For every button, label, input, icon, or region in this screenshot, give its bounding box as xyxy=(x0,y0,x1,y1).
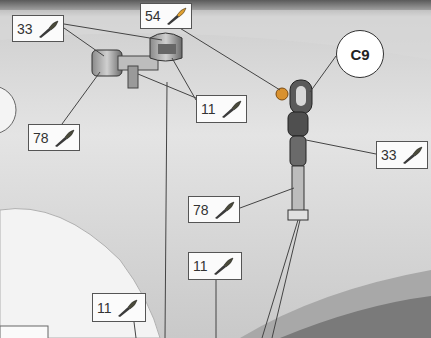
paint-callout-box: 33 xyxy=(376,141,428,169)
paint-callout-box: 11 xyxy=(196,95,247,123)
paint-callout-box: 78 xyxy=(28,124,80,151)
paint-number: 11 xyxy=(97,300,112,316)
brush-icon xyxy=(213,201,235,219)
brush-icon xyxy=(53,129,75,147)
paint-number: 78 xyxy=(193,202,209,218)
paint-callout-box: 33 xyxy=(12,15,64,42)
brush-icon xyxy=(212,257,234,275)
paint-number: 54 xyxy=(145,8,161,24)
paint-number: 33 xyxy=(17,21,33,37)
brush-icon xyxy=(220,100,242,118)
brush-icon xyxy=(116,299,138,317)
paint-callout-box: 78 xyxy=(188,196,240,223)
brush-icon xyxy=(401,146,423,164)
part-number: C9 xyxy=(350,46,369,63)
part-callout-circle: C9 xyxy=(336,30,384,78)
paint-number: 11 xyxy=(201,101,216,117)
paint-number: 33 xyxy=(381,147,397,163)
paint-number: 11 xyxy=(193,258,208,274)
paint-callout-box: 11 xyxy=(188,252,242,280)
brush-icon xyxy=(165,7,187,25)
paint-callout-box: 11 xyxy=(92,293,146,322)
brush-icon xyxy=(37,20,59,38)
paint-callout-box: 54 xyxy=(140,3,192,29)
paint-number: 78 xyxy=(33,130,49,146)
